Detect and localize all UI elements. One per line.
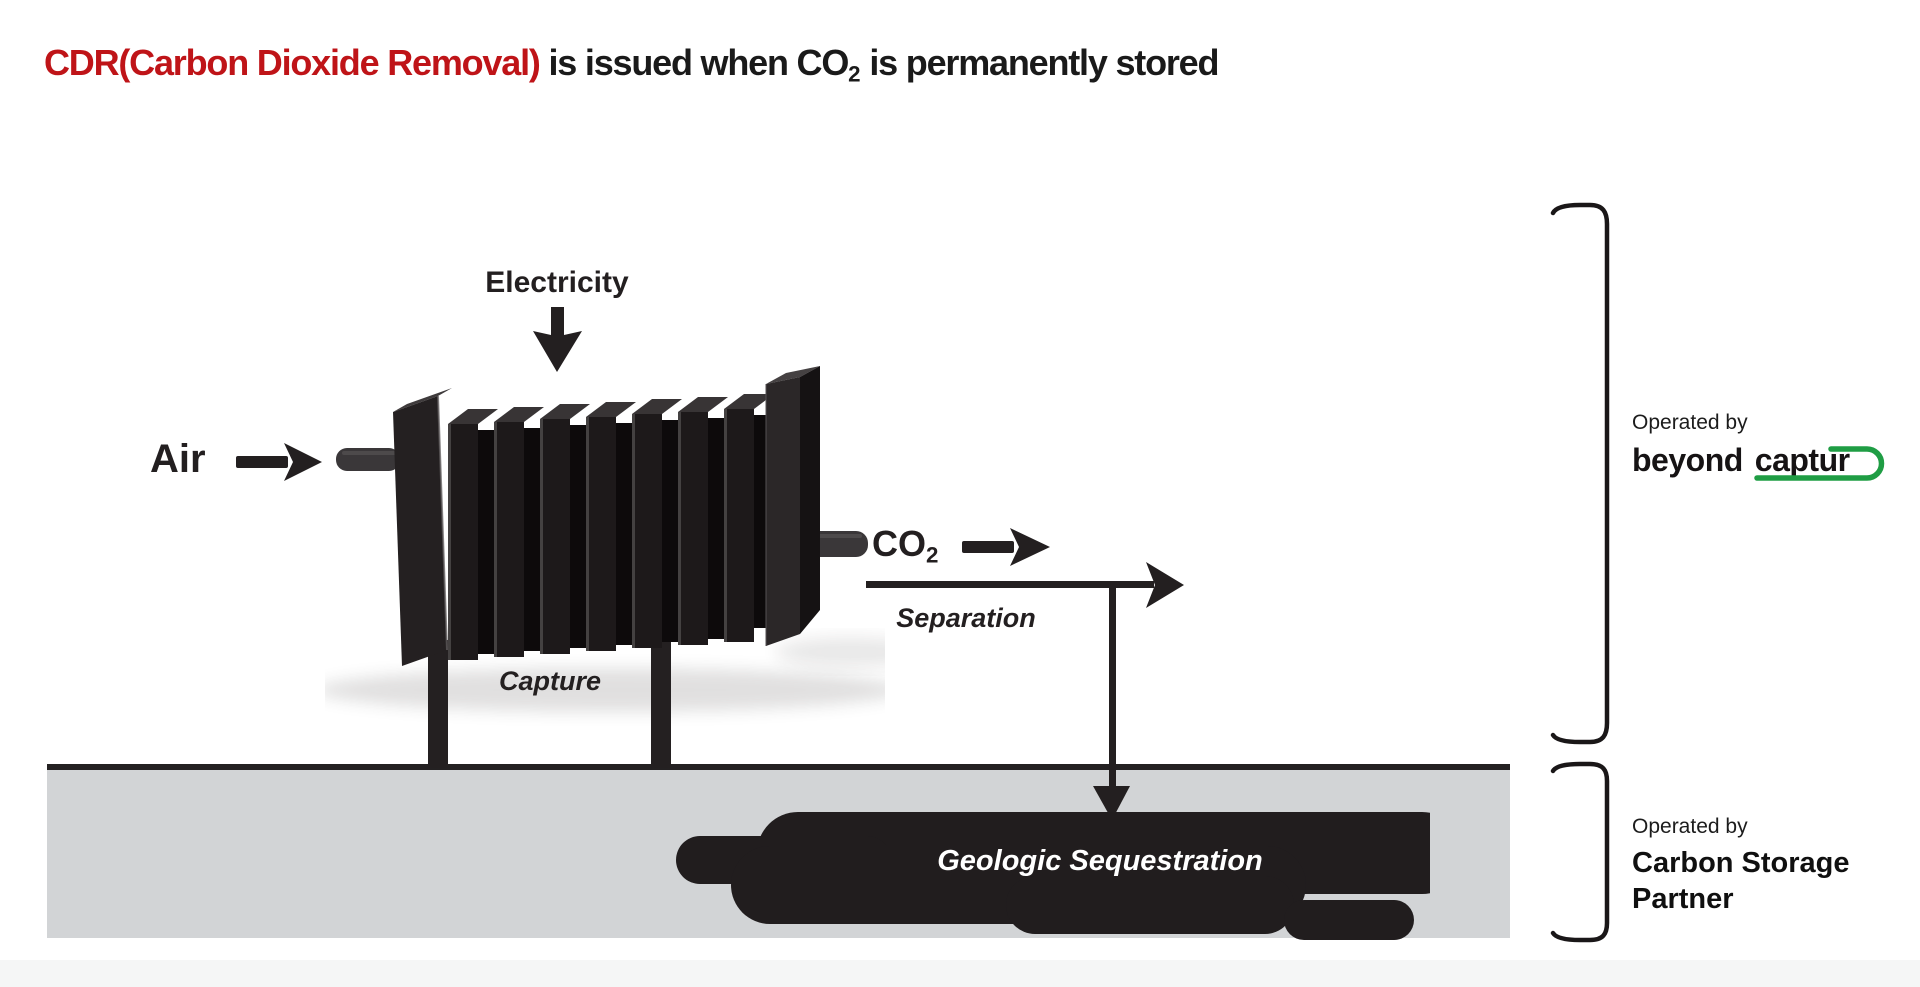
storage-operator-block: Operated by Carbon Storage Partner bbox=[1632, 814, 1850, 917]
filter-plate-stack bbox=[448, 394, 774, 660]
dac-machine-illustration bbox=[325, 366, 885, 768]
co2-label: CO2 bbox=[872, 523, 939, 568]
brand-swoosh-icon bbox=[1754, 446, 1884, 481]
storage-partner-bracket-icon bbox=[1550, 761, 1610, 943]
air-inlet-pipe bbox=[336, 448, 400, 471]
electricity-arrow-icon bbox=[533, 307, 582, 372]
beyond-captur-logo: beyond captur bbox=[1632, 441, 1884, 481]
section-brackets bbox=[1550, 202, 1610, 943]
capture-operator-prefix: Operated by bbox=[1632, 411, 1748, 434]
title-end: is permanently stored bbox=[860, 42, 1219, 83]
machine-left-cap bbox=[393, 388, 452, 666]
page-title: CDR(Carbon Dioxide Removal) is issued wh… bbox=[44, 40, 1219, 91]
separation-flow-arrow-icon bbox=[866, 562, 1184, 820]
title-mid: is issued when CO bbox=[539, 42, 849, 83]
beyond-captur-bracket-icon bbox=[1550, 202, 1610, 745]
storage-operator-name-line1: Carbon Storage bbox=[1632, 847, 1850, 879]
machine-leg-left bbox=[428, 640, 448, 768]
brand-word-captur: captur bbox=[1754, 441, 1884, 481]
reservoir-blob bbox=[676, 812, 1430, 940]
co2-arrow-icon bbox=[962, 528, 1050, 566]
storage-operator-prefix: Operated by bbox=[1632, 815, 1748, 838]
title-co2-subscript: 2 bbox=[848, 61, 861, 87]
title-highlight: CDR(Carbon Dioxide Removal) bbox=[44, 42, 541, 83]
capture-operator-block: Operated by beyond captur bbox=[1632, 410, 1884, 481]
pipe-shadow bbox=[775, 637, 885, 667]
brand-word-beyond: beyond bbox=[1632, 442, 1743, 478]
air-arrow-icon bbox=[236, 443, 322, 481]
electricity-label: Electricity bbox=[485, 266, 629, 299]
storage-operator-name-line2: Partner bbox=[1632, 883, 1734, 915]
sequestration-label: Geologic Sequestration bbox=[937, 845, 1263, 877]
machine-leg-right bbox=[651, 638, 671, 768]
machine-shadow bbox=[325, 668, 885, 712]
separation-label: Separation bbox=[896, 603, 1036, 633]
machine-right-cap bbox=[765, 366, 820, 646]
air-label: Air bbox=[150, 437, 206, 481]
bottom-strip bbox=[0, 960, 1920, 987]
co2-subscript: 2 bbox=[926, 542, 939, 568]
